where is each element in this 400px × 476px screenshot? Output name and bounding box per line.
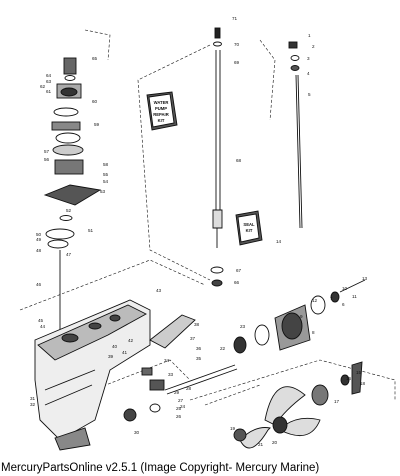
callout-22: 22 — [220, 346, 226, 351]
callout-59: 59 — [94, 122, 100, 127]
callout-25: 25 — [176, 406, 182, 411]
callout-37: 37 — [190, 336, 196, 341]
callout-17: 17 — [334, 399, 340, 404]
callout-57: 57 — [44, 149, 50, 154]
callout-65: 65 — [92, 56, 98, 61]
callout-47: 47 — [66, 252, 72, 257]
callout-54: 54 — [103, 179, 109, 184]
callout-35: 35 — [196, 356, 202, 361]
callout-numbers: 7170696867666564636261605958575655545352… — [30, 16, 368, 447]
callout-10: 10 — [342, 286, 348, 291]
callout-32: 32 — [30, 402, 36, 407]
callout-14: 14 — [276, 239, 282, 244]
callout-52: 52 — [66, 208, 72, 213]
callout-50: 50 — [36, 232, 42, 237]
callout-69: 69 — [234, 60, 240, 65]
callout-20: 20 — [272, 440, 278, 445]
callout-58: 58 — [103, 162, 109, 167]
callout-61: 61 — [46, 89, 52, 94]
callout-11: 11 — [352, 294, 357, 299]
gear-housing — [34, 299, 151, 451]
callout-28: 28 — [186, 386, 192, 391]
callout-13: 13 — [362, 276, 368, 281]
water-pump-stack — [43, 57, 102, 330]
callout-31: 31 — [30, 396, 36, 401]
callout-62: 62 — [40, 84, 46, 89]
callout-46: 46 — [36, 282, 42, 287]
propeller — [239, 386, 321, 449]
water-pump-repair-kit-box — [146, 91, 178, 131]
callout-64: 64 — [46, 73, 52, 78]
callout-63: 63 — [46, 79, 52, 84]
callout-70: 70 — [234, 42, 240, 47]
callout-68: 68 — [236, 158, 242, 163]
callout-19: 19 — [230, 426, 236, 431]
copyright-caption: MercuryPartsOnline v2.5.1 (Image Copyrig… — [1, 462, 320, 474]
dashed-group-bracket — [19, 29, 396, 406]
callout-60: 60 — [92, 99, 98, 104]
callout-9: 9 — [300, 314, 303, 319]
callout-51: 51 — [88, 228, 94, 233]
callout-6: 6 — [342, 302, 345, 307]
callout-49: 49 — [36, 237, 42, 242]
seal-kit-box — [235, 210, 263, 246]
bearing-carrier-assembly — [233, 279, 366, 354]
callout-18: 18 — [360, 381, 366, 386]
callout-1: 1 — [308, 33, 311, 38]
callout-34: 34 — [164, 358, 170, 363]
callout-66: 66 — [234, 280, 240, 285]
callout-23: 23 — [240, 324, 246, 329]
callout-2: 2 — [312, 44, 315, 49]
callout-45: 45 — [38, 318, 44, 323]
callout-53: 53 — [100, 189, 106, 194]
callout-24: 24 — [180, 404, 186, 409]
driveshaft — [210, 27, 224, 287]
callout-55: 55 — [103, 172, 109, 177]
cover-plate — [149, 314, 196, 349]
callout-48: 48 — [36, 248, 42, 253]
callout-67: 67 — [236, 268, 242, 273]
callout-3: 3 — [307, 56, 310, 61]
callout-44: 44 — [40, 324, 46, 329]
callout-12: 12 — [312, 298, 318, 303]
propeller-shaft — [149, 364, 238, 395]
callout-33: 33 — [168, 372, 174, 377]
callout-16: 16 — [346, 376, 352, 381]
callout-36: 36 — [196, 346, 202, 351]
callout-7: 7 — [330, 296, 333, 301]
callout-26: 26 — [176, 414, 182, 419]
thrust-hub — [311, 361, 363, 406]
callout-27: 27 — [178, 398, 184, 403]
callout-29: 29 — [174, 390, 180, 395]
callout-40: 40 — [112, 344, 118, 349]
shift-shaft — [288, 41, 303, 229]
small-hardware — [123, 367, 247, 442]
callout-39: 39 — [108, 354, 114, 359]
callout-21: 21 — [258, 442, 264, 447]
callout-56: 56 — [44, 157, 50, 162]
callout-8: 8 — [312, 330, 315, 335]
callout-38: 38 — [194, 322, 200, 327]
callout-15: 15 — [356, 370, 362, 375]
callout-5: 5 — [308, 92, 311, 97]
callout-30: 30 — [134, 430, 140, 435]
callout-42: 42 — [128, 338, 134, 343]
callout-71: 71 — [232, 16, 238, 21]
callout-41: 41 — [122, 350, 128, 355]
callout-43: 43 — [156, 288, 162, 293]
callout-4: 4 — [307, 71, 310, 76]
